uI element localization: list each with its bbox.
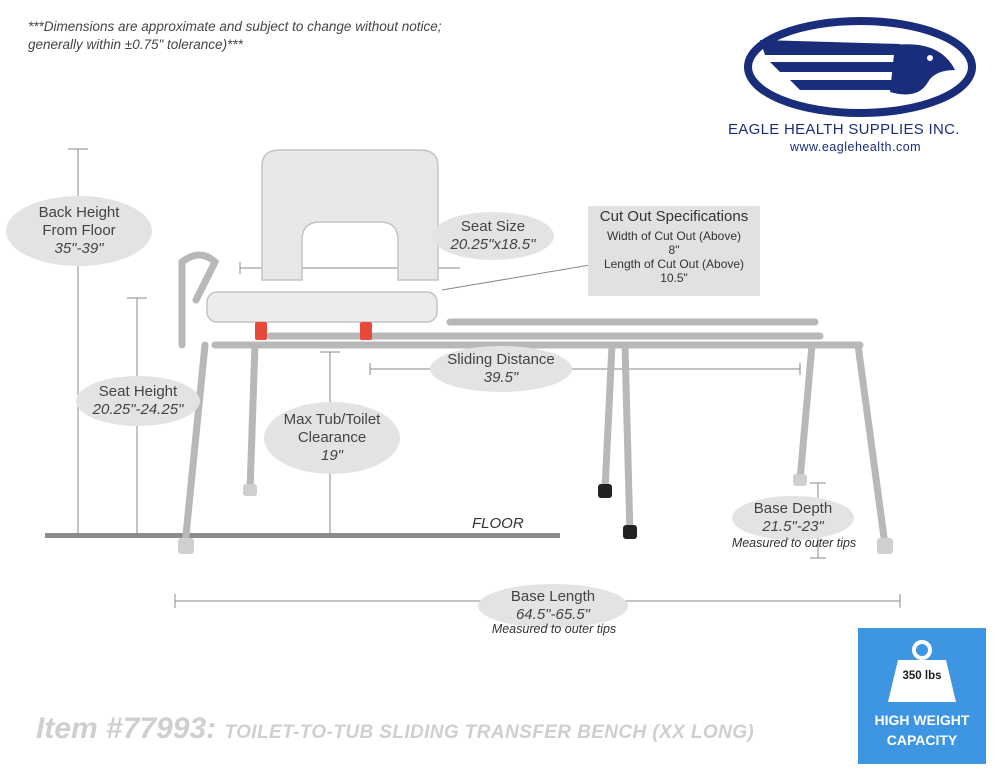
- clearance-label-1: Max Tub/Toilet: [283, 411, 381, 428]
- base-depth-callout: Base Depth 21.5"-23": [732, 496, 854, 540]
- clearance-value: 19": [320, 447, 343, 464]
- seat: [206, 291, 438, 323]
- bench-frame: [178, 251, 889, 549]
- disclaimer-line-1: ***Dimensions are approximate and subjec…: [28, 19, 442, 34]
- back-height-callout: Back Height From Floor 35"-39": [6, 196, 152, 266]
- red-clamp-left: [255, 322, 267, 340]
- eagle-head-icon: [744, 17, 976, 117]
- floor-label: FLOOR: [472, 515, 524, 532]
- back-height-value: 35"-39": [54, 240, 104, 257]
- item-description: TOILET-TO-TUB SLIDING TRANSFER BENCH (XX…: [224, 722, 755, 743]
- seat-height-label: Seat Height: [98, 383, 178, 400]
- clearance-label-2: Clearance: [297, 429, 367, 446]
- cutout-heading: Cut Out Specifications: [599, 208, 749, 225]
- badge-line-2: CAPACITY: [886, 732, 958, 748]
- seat-back: [261, 149, 439, 281]
- base-length-label: Base Length: [510, 588, 596, 605]
- cutout-length-label: Length of Cut Out (Above): [603, 257, 745, 271]
- company-url: www.eaglehealth.com: [790, 140, 922, 154]
- sliding-distance-callout: Sliding Distance 39.5": [430, 346, 572, 392]
- base-depth-value: 21.5"-23": [762, 518, 824, 535]
- back-height-label-2: From Floor: [42, 222, 116, 239]
- weight-capacity-badge: 350 lbs HIGH WEIGHT CAPACITY: [858, 628, 986, 764]
- weight-icon: [888, 640, 956, 702]
- clearance-callout: Max Tub/Toilet Clearance 19": [264, 402, 400, 474]
- cutout-length-value: 10.5": [660, 271, 688, 285]
- item-title: Item #77993: TOILET-TO-TUB SLIDING TRANS…: [36, 712, 754, 746]
- base-length-note: Measured to outer tips: [491, 622, 617, 636]
- bench-feet: [178, 474, 893, 554]
- seat-size-callout: Seat Size 20.25"x18.5": [432, 212, 554, 260]
- sliding-distance-value: 39.5": [483, 369, 519, 386]
- item-number: Item #77993:: [36, 712, 217, 745]
- base-length-callout: Base Length 64.5"-65.5": [478, 584, 628, 628]
- weight-capacity-label: HIGH WEIGHT CAPACITY: [858, 710, 986, 750]
- seat-height-callout: Seat Height 20.25"-24.25": [76, 376, 200, 426]
- cutout-specs-box: Cut Out Specifications Width of Cut Out …: [588, 206, 760, 296]
- base-length-value: 64.5"-65.5": [515, 606, 591, 623]
- back-height-label-1: Back Height: [38, 204, 120, 221]
- floor-line: [45, 533, 560, 538]
- cutout-width-value: 8": [668, 243, 680, 257]
- red-clamp-right: [360, 322, 372, 340]
- base-depth-label: Base Depth: [753, 500, 833, 517]
- company-name: EAGLE HEALTH SUPPLIES INC.: [728, 121, 960, 138]
- black-feet: [598, 484, 637, 539]
- disclaimer-text: ***Dimensions are approximate and subjec…: [28, 18, 548, 54]
- badge-line-1: HIGH WEIGHT: [874, 712, 970, 728]
- disclaimer-line-2: generally within ±0.75" tolerance)***: [28, 37, 243, 52]
- seat-height-value: 20.25"-24.25": [92, 401, 184, 418]
- cutout-width-label: Width of Cut Out (Above): [606, 229, 742, 243]
- base-depth-note: Measured to outer tips: [731, 536, 857, 550]
- seat-size-value: 20.25"x18.5": [450, 236, 536, 253]
- weight-value: 350 lbs: [902, 670, 942, 682]
- seat-size-label: Seat Size: [460, 218, 526, 235]
- sliding-distance-label: Sliding Distance: [447, 351, 555, 368]
